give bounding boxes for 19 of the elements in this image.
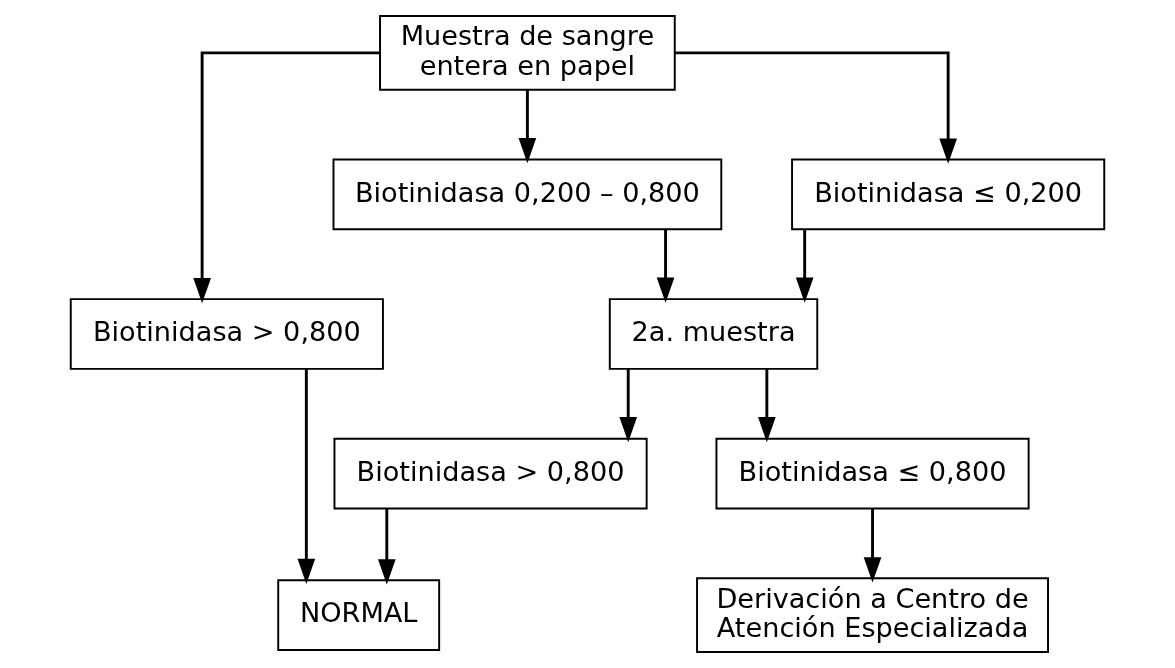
arrow — [377, 508, 396, 585]
node-box: Biotinidasa 0,200 – 0,800 — [332, 158, 723, 231]
node-box: Biotinidasa > 0,800 — [333, 437, 648, 510]
node-box: 2a. muestra — [608, 298, 819, 370]
arrow — [795, 229, 814, 303]
arrow — [863, 508, 882, 583]
arrow — [518, 90, 537, 164]
node-box: Biotinidasa > 0,800 — [69, 298, 384, 370]
node-box: NORMAL — [277, 579, 441, 652]
node-box: Derivación a Centro de Atención Especializada — [696, 577, 1049, 653]
node-box: Muestra de sangre entera en papel — [379, 15, 676, 91]
arrow — [675, 51, 957, 164]
arrow — [758, 369, 776, 443]
arrow — [619, 369, 638, 443]
node-box: Biotinidasa ≤ 0,200 — [791, 158, 1106, 231]
arrow — [193, 51, 380, 304]
arrow — [656, 229, 675, 303]
node-box: Biotinidasa ≤ 0,800 — [715, 437, 1030, 510]
arrow — [297, 369, 316, 585]
